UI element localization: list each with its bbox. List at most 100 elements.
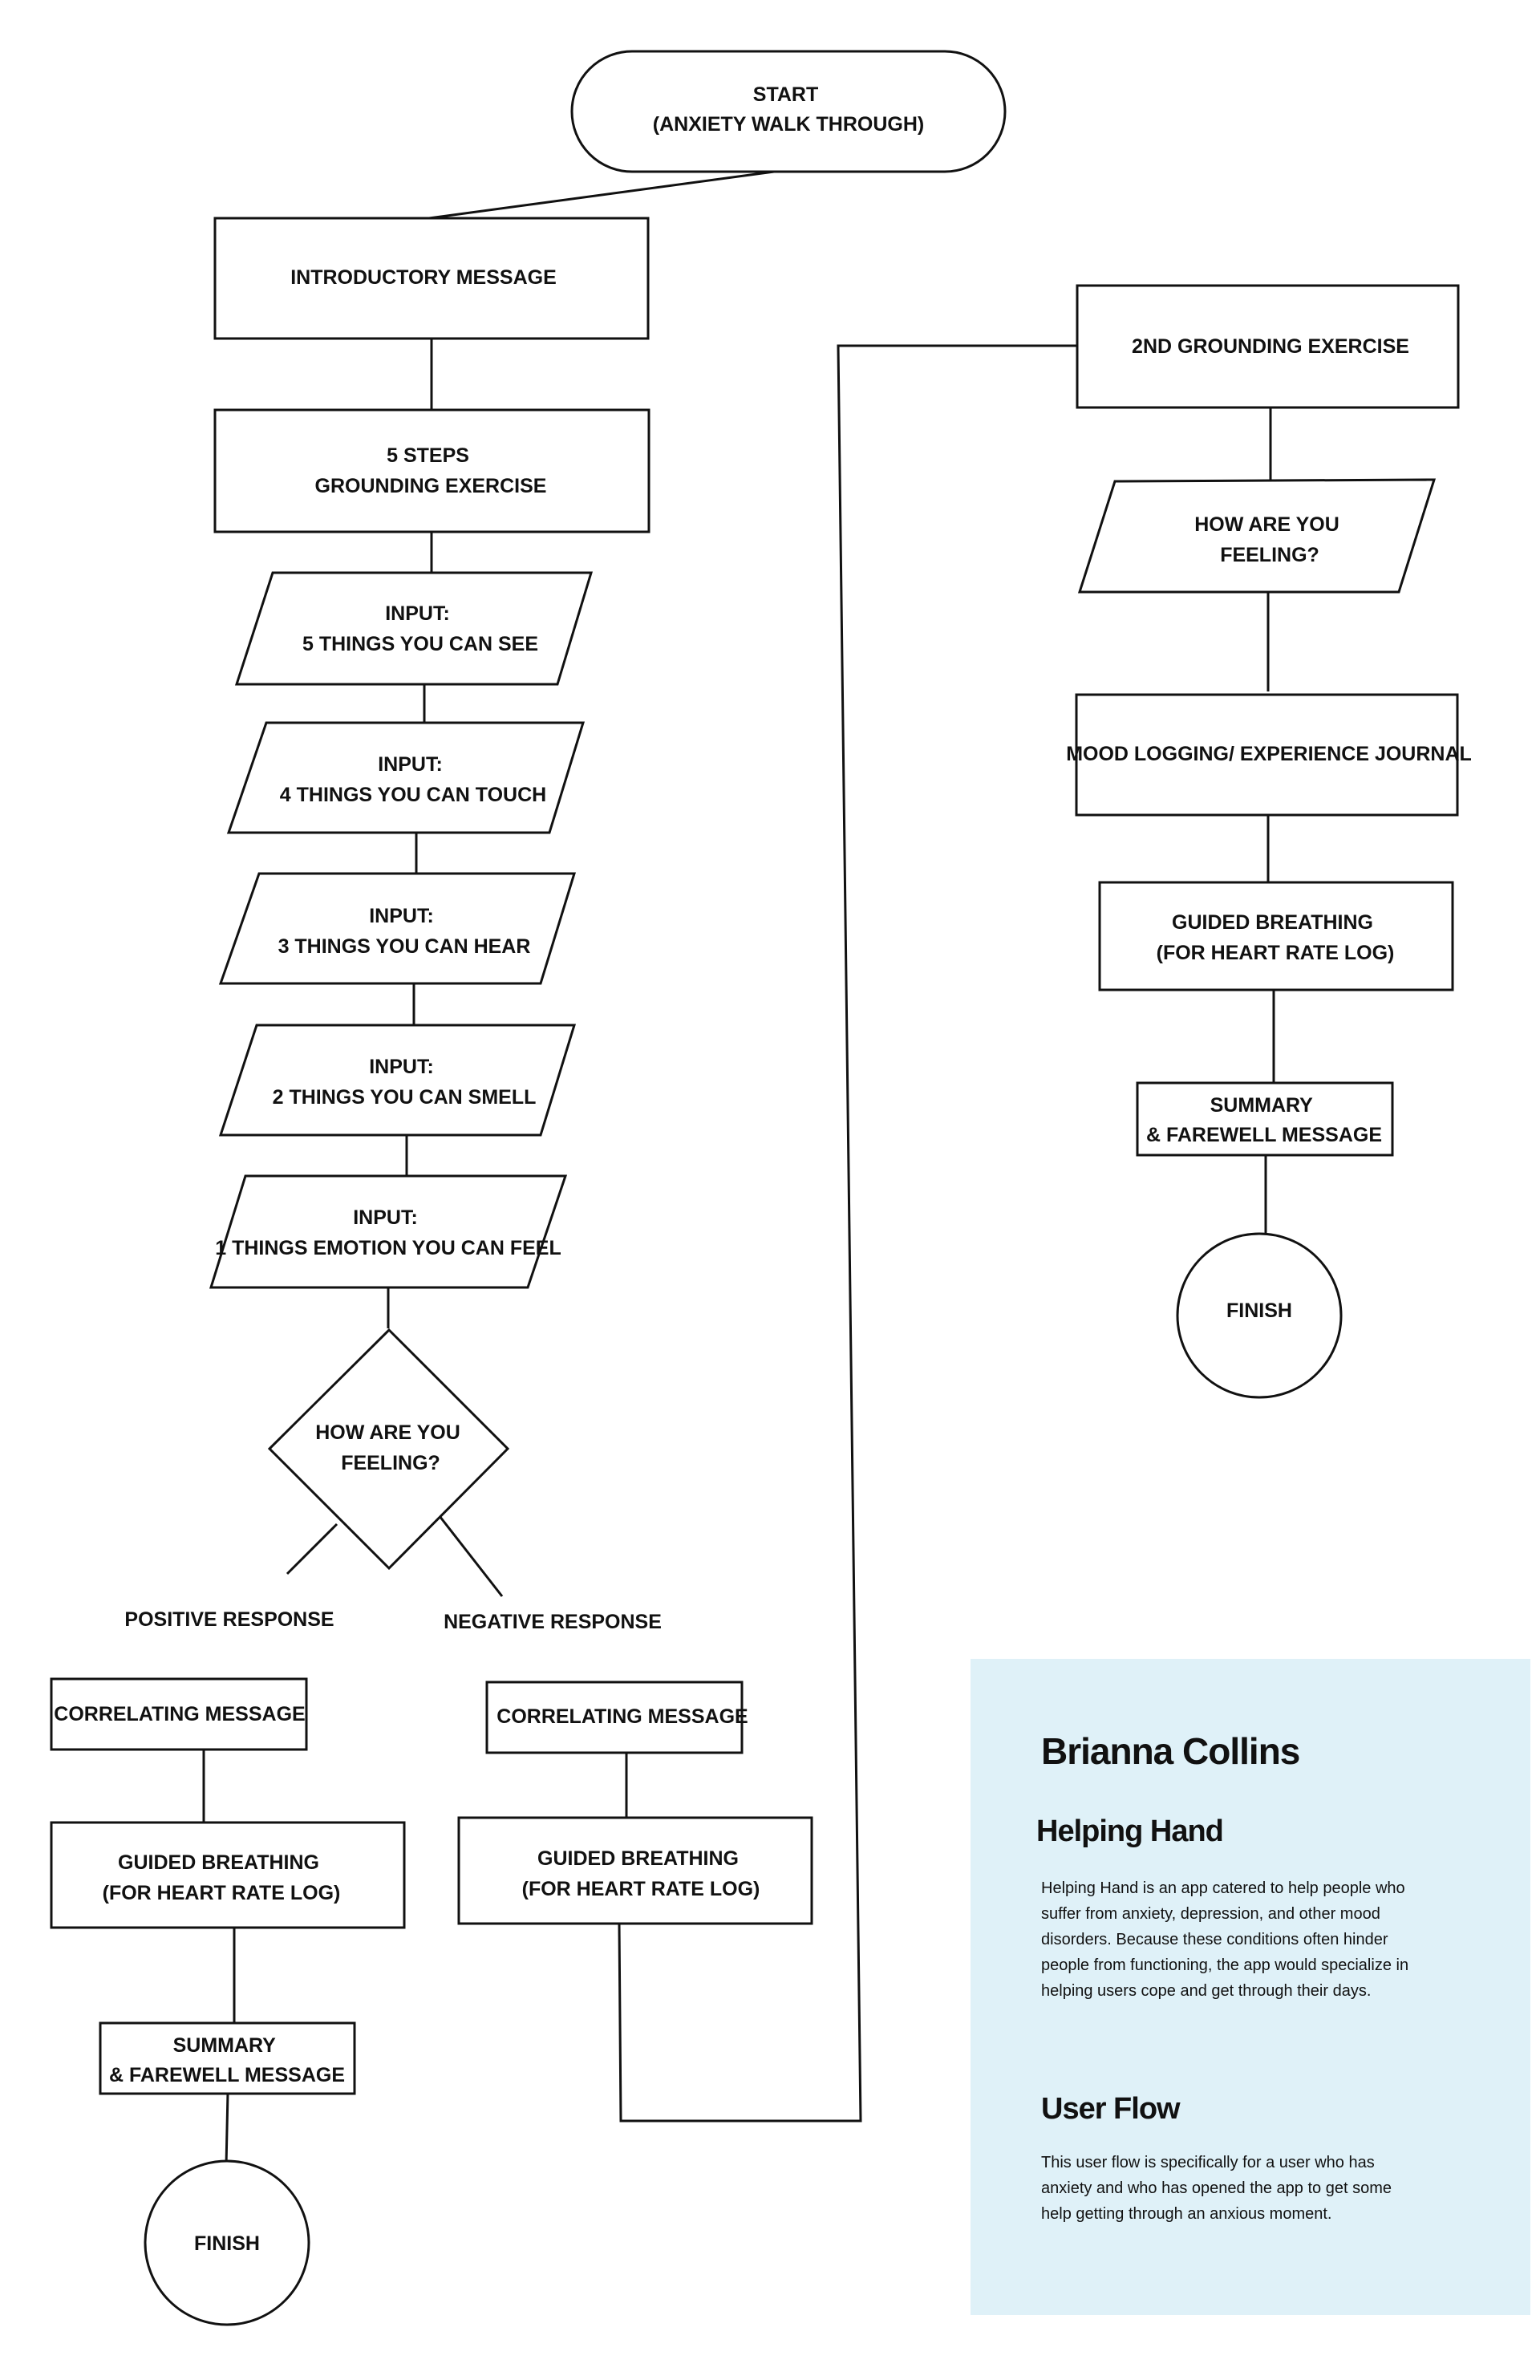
svg-text:SUMMARY & FAREWELL MESSA: SUMMARY & FAREWELL MESSAGE [1146,1094,1382,1146]
svg-text:MOOD LOGGING/ EXPERIENCE JOURN: MOOD LOGGING/ EXPERIENCE JOURNAL [1066,743,1472,765]
svg-text:FINISH: FINISH [194,2232,260,2255]
svg-text:HOW ARE YOU FEELING?: HOW ARE YOU FEELING? [315,1421,466,1474]
input-see-node: INPUT: 5 THINGS YOU CAN SEE [234,571,594,686]
svg-text:5 STEPS GROUNDING EXERCI: 5 STEPS GROUNDING EXERCISE [315,444,547,497]
svg-text:CORRELATING MESSAGE: CORRELATING MESSAGE [496,1705,748,1728]
grounding-line-1: 5 STEPS [387,444,469,467]
input-feel-box [209,1174,568,1289]
svg-text:FINISH: FINISH [1226,1299,1292,1322]
svg-text:INPUT: 3 THINGS YOU CAN: INPUT: 3 THINGS YOU CAN HEAR [278,905,531,958]
connector-decision-positive [286,1522,338,1575]
connector-start-intro [428,168,787,220]
connector-negbreath-second-grounding [618,344,1077,2123]
svg-text:INPUT: 1 THINGS EMOTION: INPUT: 1 THINGS EMOTION YOU CAN FEEL [215,1206,561,1259]
input-feel-node: INPUT: 1 THINGS EMOTION YOU CAN FEEL [209,1174,568,1289]
decision-line-1: HOW ARE YOU [315,1421,460,1444]
start-line-2: (ANXIETY WALK THROUGH) [653,113,924,136]
input-smell-line-2: 2 THINGS YOU CAN SMELL [273,1086,537,1109]
input-see-line-2: 5 THINGS YOU CAN SEE [302,633,538,655]
svg-text:CORRELATING MESSAGE: CORRELATING MESSAGE [54,1703,305,1725]
input-hear-line-1: INPUT: [369,905,434,927]
input-feel-line-2: 1 THINGS EMOTION YOU CAN FEEL [215,1237,561,1259]
pos-breathing-box [50,1821,406,1929]
final-finish-node: FINISH [1176,1232,1343,1399]
pos-message-box [50,1677,308,1751]
final-summary-node: SUMMARY & FAREWELL MESSAGE [1136,1081,1394,1157]
svg-text:INPUT: 2 THINGS YOU CAN: INPUT: 2 THINGS YOU CAN SMELL [273,1056,537,1109]
positive-response-label: POSITIVE RESPONSE [124,1608,334,1631]
mood-log-box [1075,693,1459,817]
input-touch-line-2: 4 THINGS YOU CAN TOUCH [280,784,546,806]
pos-summary-box [99,2021,356,2095]
final-summary-box [1136,1081,1394,1157]
svg-text:GUIDED BREATHING (FOR HE: GUIDED BREATHING (FOR HEART RATE LOG) [103,1851,341,1904]
input-smell-box [218,1024,577,1137]
pos-breathing-line-1: GUIDED BREATHING [118,1851,319,1874]
user-flow-heading: User Flow [1041,2092,1181,2126]
grounding-box [213,408,650,533]
neg-message-line-1: CORRELATING MESSAGE [496,1705,748,1728]
pos-message-node: CORRELATING MESSAGE [50,1677,308,1751]
neg-breathing-node: GUIDED BREATHING (FOR HEART RATE LOG) [457,1816,813,1925]
input-hear-line-2: 3 THINGS YOU CAN HEAR [278,935,531,958]
pos-summary-line-2: & FAREWELL MESSAGE [109,2064,345,2086]
second-grounding-line-1: 2ND GROUNDING EXERCISE [1132,335,1409,358]
info-panel: Brianna Collins Helping Hand Helping Han… [971,1659,1530,2315]
input-hear-node: INPUT: 3 THINGS YOU CAN HEAR [218,872,577,985]
negative-response-label: NEGATIVE RESPONSE [444,1611,662,1633]
app-description: Helping Hand is an app catered to help p… [1041,1879,1409,2000]
svg-text:2ND GROUNDING EXERCISE: 2ND GROUNDING EXERCISE [1132,335,1409,358]
grounding-node: 5 STEPS GROUNDING EXERCISE [213,408,650,533]
final-finish-line-1: FINISH [1226,1299,1292,1322]
input-touch-box [226,721,586,834]
second-grounding-node: 2ND GROUNDING EXERCISE [1076,284,1460,409]
connector-decision-negative [438,1515,504,1597]
mood-log-line-1: MOOD LOGGING/ EXPERIENCE JOURNAL [1066,743,1472,765]
final-summary-line-2: & FAREWELL MESSAGE [1146,1124,1382,1146]
pos-summary-line-1: SUMMARY [173,2034,277,2057]
app-name-heading: Helping Hand [1036,1814,1224,1848]
svg-text:INPUT: 4 THINGS YOU CAN: INPUT: 4 THINGS YOU CAN TOUCH [280,753,546,806]
author-name: Brianna Collins [1041,1730,1300,1772]
feeling-input-line-2: FEELING? [1220,544,1319,566]
final-breathing-node: GUIDED BREATHING (FOR HEART RATE LOG) [1098,881,1454,991]
svg-text:INTRODUCTORY MESSAGE: INTRODUCTORY MESSAGE [290,266,557,289]
intro-line-1: INTRODUCTORY MESSAGE [290,266,557,289]
pos-summary-node: SUMMARY & FAREWELL MESSAGE [99,2021,356,2095]
decision-node: HOW ARE YOU FEELING? [267,1328,510,1571]
final-breathing-box [1098,881,1454,991]
intro-node: INTRODUCTORY MESSAGE [213,217,650,340]
final-breathing-line-2: (FOR HEART RATE LOG) [1157,942,1395,964]
input-touch-line-1: INPUT: [378,753,443,776]
input-touch-node: INPUT: 4 THINGS YOU CAN TOUCH [226,721,586,834]
svg-text:HOW ARE YOU FEELING?: HOW ARE YOU FEELING? [1194,513,1345,566]
user-flow-description: This user flow is specifically for a use… [1041,2154,1392,2223]
input-hear-box [218,872,577,985]
neg-breathing-box [457,1816,813,1925]
input-see-line-1: INPUT: [385,602,450,625]
pos-finish-circle [144,2159,310,2326]
pos-finish-node: FINISH [144,2159,310,2326]
input-see-box [234,571,594,686]
neg-message-node: CORRELATING MESSAGE [485,1681,748,1754]
connectors [202,168,1275,2167]
feeling-input-box [1077,478,1437,594]
final-finish-circle [1176,1232,1343,1399]
start-line-1: START [753,83,818,106]
svg-text:GUIDED BREATHING (FOR HE: GUIDED BREATHING (FOR HEART RATE LOG) [1157,911,1395,964]
svg-text:GUIDED BREATHING (FOR HE: GUIDED BREATHING (FOR HEART RATE LOG) [522,1847,760,1900]
connector-possummary-posfinish [225,2092,229,2167]
second-grounding-box [1076,284,1460,409]
input-smell-line-1: INPUT: [369,1056,434,1078]
mood-log-node: MOOD LOGGING/ EXPERIENCE JOURNAL [1066,693,1472,817]
decision-line-2: FEELING? [341,1452,440,1474]
final-breathing-line-1: GUIDED BREATHING [1172,911,1373,934]
svg-text:SUMMARY & FAREWELL MESSA: SUMMARY & FAREWELL MESSAGE [109,2034,345,2086]
neg-message-box [485,1681,744,1754]
pos-finish-line-1: FINISH [194,2232,260,2255]
svg-text:START (ANXIETY WALK THRO: START (ANXIETY WALK THROUGH) [653,83,924,136]
decision-diamond [267,1328,510,1571]
neg-breathing-line-1: GUIDED BREATHING [537,1847,739,1870]
svg-text:INPUT: 5 THINGS YOU CAN: INPUT: 5 THINGS YOU CAN SEE [302,602,538,655]
